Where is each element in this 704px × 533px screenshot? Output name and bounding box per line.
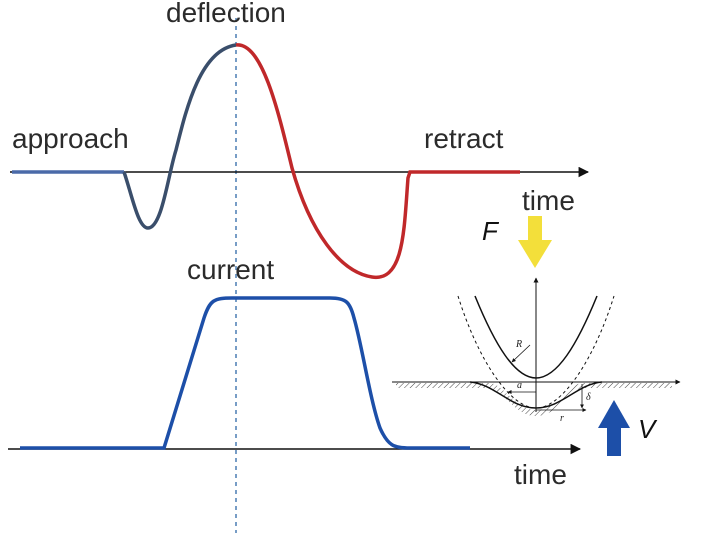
retract-label: retract <box>424 123 504 154</box>
force-arrow-icon <box>518 216 552 268</box>
velocity-arrow-icon <box>598 400 630 456</box>
current-label: current <box>187 254 274 285</box>
approach-deflection-curve <box>122 43 237 230</box>
inset-depth-label: δ <box>586 392 591 403</box>
velocity-label: V <box>638 414 658 444</box>
inset-substrate-hatch <box>396 383 672 416</box>
time-axis-label-top: time <box>522 185 575 216</box>
inset-distance-label: r <box>560 413 564 424</box>
inset-contact-label: a <box>517 380 522 391</box>
inset-radius-label: R <box>515 339 522 350</box>
force-label: F <box>482 216 500 246</box>
retract-deflection-curve <box>235 43 520 279</box>
time-axis-label-bottom: time <box>514 459 567 490</box>
inset-radius-arrow <box>511 344 531 363</box>
deflection-label: deflection <box>166 0 286 28</box>
indentation-inset: R a δ r <box>392 277 681 424</box>
current-curve <box>20 296 470 450</box>
approach-label: approach <box>12 123 129 154</box>
inset-tip-solid <box>474 295 598 379</box>
